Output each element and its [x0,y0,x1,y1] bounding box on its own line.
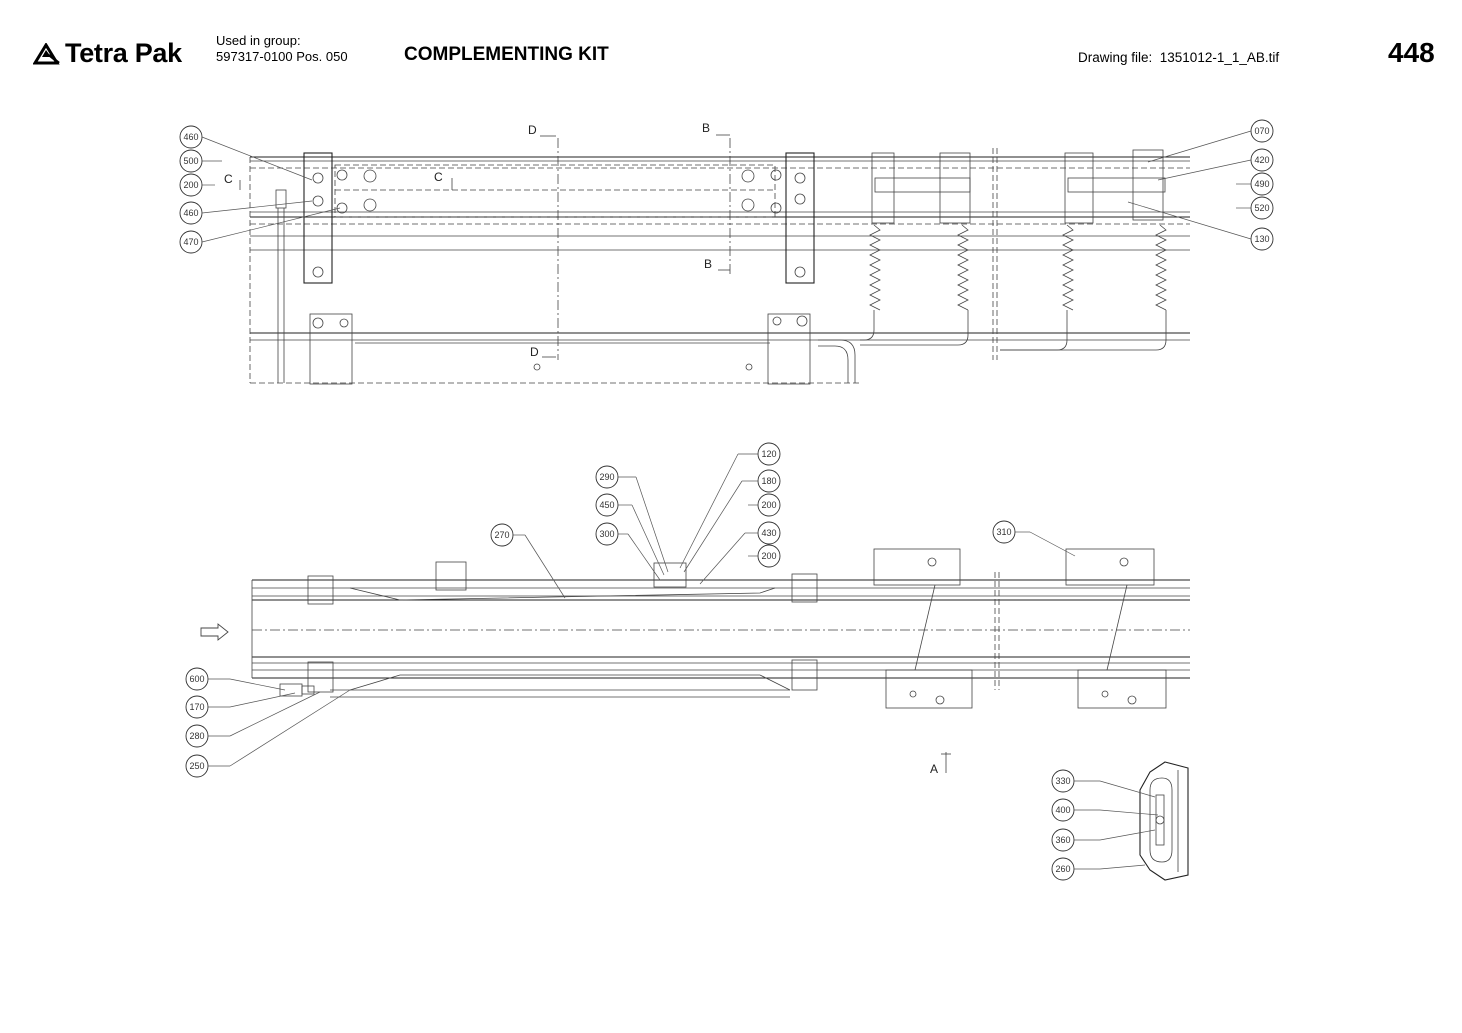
svg-text:420: 420 [1254,155,1269,165]
callout-200-b: 200 [757,544,781,568]
callout-260: 260 [1051,857,1075,881]
callout-470: 470 [179,230,203,254]
brand-logo: Tetra Pak [33,38,182,69]
callout-400: 400 [1051,798,1075,822]
svg-text:430: 430 [761,528,776,538]
svg-text:290: 290 [599,472,614,482]
svg-text:250: 250 [189,761,204,771]
top-view: 460 500 200 460 470 070 420 490 520 130 … [179,119,1274,385]
spring-assembly-2 [1000,149,1167,351]
tetra-pak-logo-icon [33,42,60,64]
spring-assembly-1 [860,152,971,346]
svg-text:200: 200 [183,180,198,190]
svg-text:070: 070 [1254,126,1269,136]
section-mark-b-bottom: B [704,257,712,271]
callout-070: 070 [1250,119,1274,143]
callout-290: 290 [595,465,619,489]
svg-text:500: 500 [183,156,198,166]
svg-text:490: 490 [1254,179,1269,189]
svg-text:270: 270 [494,530,509,540]
svg-text:120: 120 [761,449,776,459]
detail-section-view: 330 400 360 260 [1051,761,1189,881]
callout-200-top: 200 [179,173,203,197]
callout-280: 280 [185,724,209,748]
svg-text:450: 450 [599,500,614,510]
used-in-group-label: Used in group: [216,33,301,48]
svg-text:260: 260 [1055,864,1070,874]
callout-180: 180 [757,469,781,493]
page-number: 448 [1388,37,1435,68]
section-mark-d-top: D [528,123,537,137]
svg-text:130: 130 [1254,234,1269,244]
svg-text:330: 330 [1055,776,1070,786]
brand-name: Tetra Pak [65,38,182,68]
svg-text:470: 470 [183,237,198,247]
callout-200-a: 200 [757,493,781,517]
svg-text:170: 170 [189,702,204,712]
svg-text:460: 460 [183,208,198,218]
section-mark-b-top: B [702,121,710,135]
side-view: 120 180 200 430 200 290 450 300 270 310 … [185,442,1190,778]
svg-text:460: 460 [183,132,198,142]
section-mark-c-right: C [434,170,443,184]
callout-300: 300 [595,522,619,546]
callout-330: 330 [1051,769,1075,793]
callout-430: 430 [757,521,781,545]
callout-130: 130 [1250,227,1274,251]
page-title: COMPLEMENTING KIT [404,44,609,65]
svg-text:300: 300 [599,529,614,539]
section-mark-d-bottom: D [530,345,539,359]
callout-270: 270 [490,523,514,547]
callout-310: 310 [992,520,1016,544]
svg-text:200: 200 [761,500,776,510]
callout-170: 170 [185,695,209,719]
used-in-group: Used in group: 597317-0100 Pos. 050 [216,33,348,65]
section-mark-a: A [930,762,938,776]
drawing-file: Drawing file: 1351012-1_1_AB.tif [1078,50,1280,65]
svg-text:310: 310 [996,527,1011,537]
svg-text:360: 360 [1055,835,1070,845]
callout-460-top: 460 [179,125,203,149]
callout-360: 360 [1051,828,1075,852]
used-in-group-value: 597317-0100 Pos. 050 [216,49,348,64]
svg-text:200: 200 [761,551,776,561]
section-mark-c-left: C [224,172,233,186]
callout-450: 450 [595,493,619,517]
svg-text:600: 600 [189,674,204,684]
svg-text:280: 280 [189,731,204,741]
flow-direction-arrow-icon [200,623,229,641]
callout-520: 520 [1250,196,1274,220]
callout-490: 490 [1250,172,1274,196]
callout-600: 600 [185,667,209,691]
callout-250: 250 [185,754,209,778]
callout-500: 500 [179,149,203,173]
svg-text:400: 400 [1055,805,1070,815]
callout-420: 420 [1250,148,1274,172]
callout-460-bottom: 460 [179,201,203,225]
callout-120: 120 [757,442,781,466]
svg-text:180: 180 [761,476,776,486]
svg-text:520: 520 [1254,203,1269,213]
